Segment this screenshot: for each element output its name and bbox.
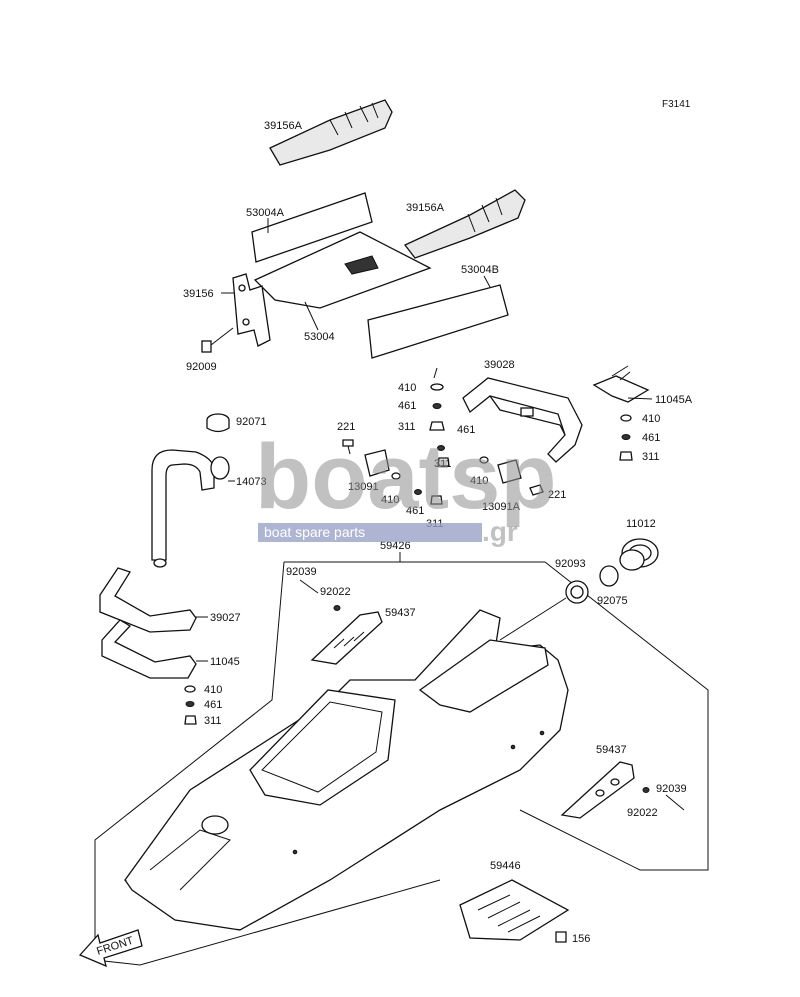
label-53004A: 53004A: [246, 207, 285, 219]
part-59426-hull-drawing: [124, 609, 569, 931]
label-461-e: 461: [204, 699, 222, 711]
label-311-b: 311: [642, 451, 660, 463]
label-461-c: 461: [457, 424, 475, 436]
part-11045-bracket-drawing: [101, 619, 197, 679]
label-14073: 14073: [236, 476, 267, 488]
watermark-tld: .gr: [482, 516, 518, 547]
part-39156A-right-pad-drawing: [403, 189, 526, 259]
label-156: 156: [572, 933, 590, 945]
part-13091A-clamp-drawing: [497, 459, 522, 484]
label-39156A-right: 39156A: [406, 202, 445, 214]
part-59446-plate-drawing: [459, 879, 570, 941]
label-461-a: 461: [398, 400, 416, 412]
label-59437-a: 59437: [385, 607, 416, 619]
label-39028: 39028: [484, 359, 515, 371]
label-311-c: 311: [434, 458, 452, 470]
label-39156: 39156: [183, 288, 214, 300]
label-53004: 53004: [304, 331, 335, 343]
label-92075: 92075: [597, 595, 628, 607]
part-53004B-mat-drawing: [367, 284, 509, 359]
part-59437-vent-top-drawing: [310, 611, 383, 665]
part-39156A-top-pad-drawing: [269, 99, 393, 166]
label-311-a: 311: [398, 421, 416, 433]
part-53004-mat-drawing: [253, 231, 432, 309]
watermark-tagline: boat spare parts: [264, 524, 365, 540]
label-92039-b: 92039: [656, 783, 687, 795]
part-11045A-bracket-drawing: [592, 365, 650, 403]
label-410-a: 410: [398, 382, 416, 394]
label-92022-b: 92022: [627, 807, 658, 819]
label-13091: 13091: [348, 481, 379, 493]
part-14073-pipe-drawing: [151, 449, 230, 568]
label-410-b: 410: [642, 413, 660, 425]
watermark-logo: boatsp .gr boat spare parts: [255, 426, 557, 547]
label-13091A: 13091A: [482, 501, 521, 513]
label-410-c: 410: [381, 494, 399, 506]
front-direction-arrow: FRONT: [78, 929, 143, 968]
label-311-e: 311: [204, 715, 222, 727]
part-39028-handle-drawing: [462, 377, 583, 463]
label-53004B: 53004B: [461, 264, 499, 276]
label-410-e: 410: [204, 684, 222, 696]
label-11045A: 11045A: [655, 394, 693, 406]
part-11012-seal-drawing: [619, 538, 659, 571]
label-92022-a: 92022: [320, 586, 351, 598]
part-59437-vent-bottom-drawing: [560, 761, 635, 819]
part-53004A-mat-drawing: [251, 192, 373, 263]
part-92071-grommet-drawing: [206, 413, 230, 433]
part-39027-handlebar-drawing: [99, 567, 197, 633]
figure-reference: F3141: [662, 99, 691, 110]
label-410-d: 410: [470, 475, 488, 487]
label-92093: 92093: [555, 558, 586, 570]
label-461-b: 461: [642, 432, 660, 444]
part-13091-clamp-drawing: [364, 449, 390, 477]
label-39156A-top: 39156A: [264, 120, 303, 132]
label-59437-b: 59437: [596, 744, 627, 756]
label-92039-a: 92039: [286, 566, 317, 578]
part-39156-bracket-drawing: [232, 273, 271, 347]
part-92009-bolt-drawing: [201, 327, 234, 353]
label-92009: 92009: [186, 361, 217, 373]
part-92093-ring-drawing: [565, 580, 589, 604]
label-59426: 59426: [380, 540, 411, 552]
label-92071: 92071: [236, 416, 267, 428]
watermark-logo-text: boatsp: [255, 426, 557, 528]
label-11012: 11012: [626, 518, 656, 530]
label-221-b: 221: [548, 489, 566, 501]
label-39027: 39027: [210, 612, 241, 624]
label-59446: 59446: [490, 860, 521, 872]
label-221-a: 221: [337, 421, 355, 433]
label-461-d: 461: [406, 505, 424, 517]
label-11045: 11045: [210, 656, 240, 668]
